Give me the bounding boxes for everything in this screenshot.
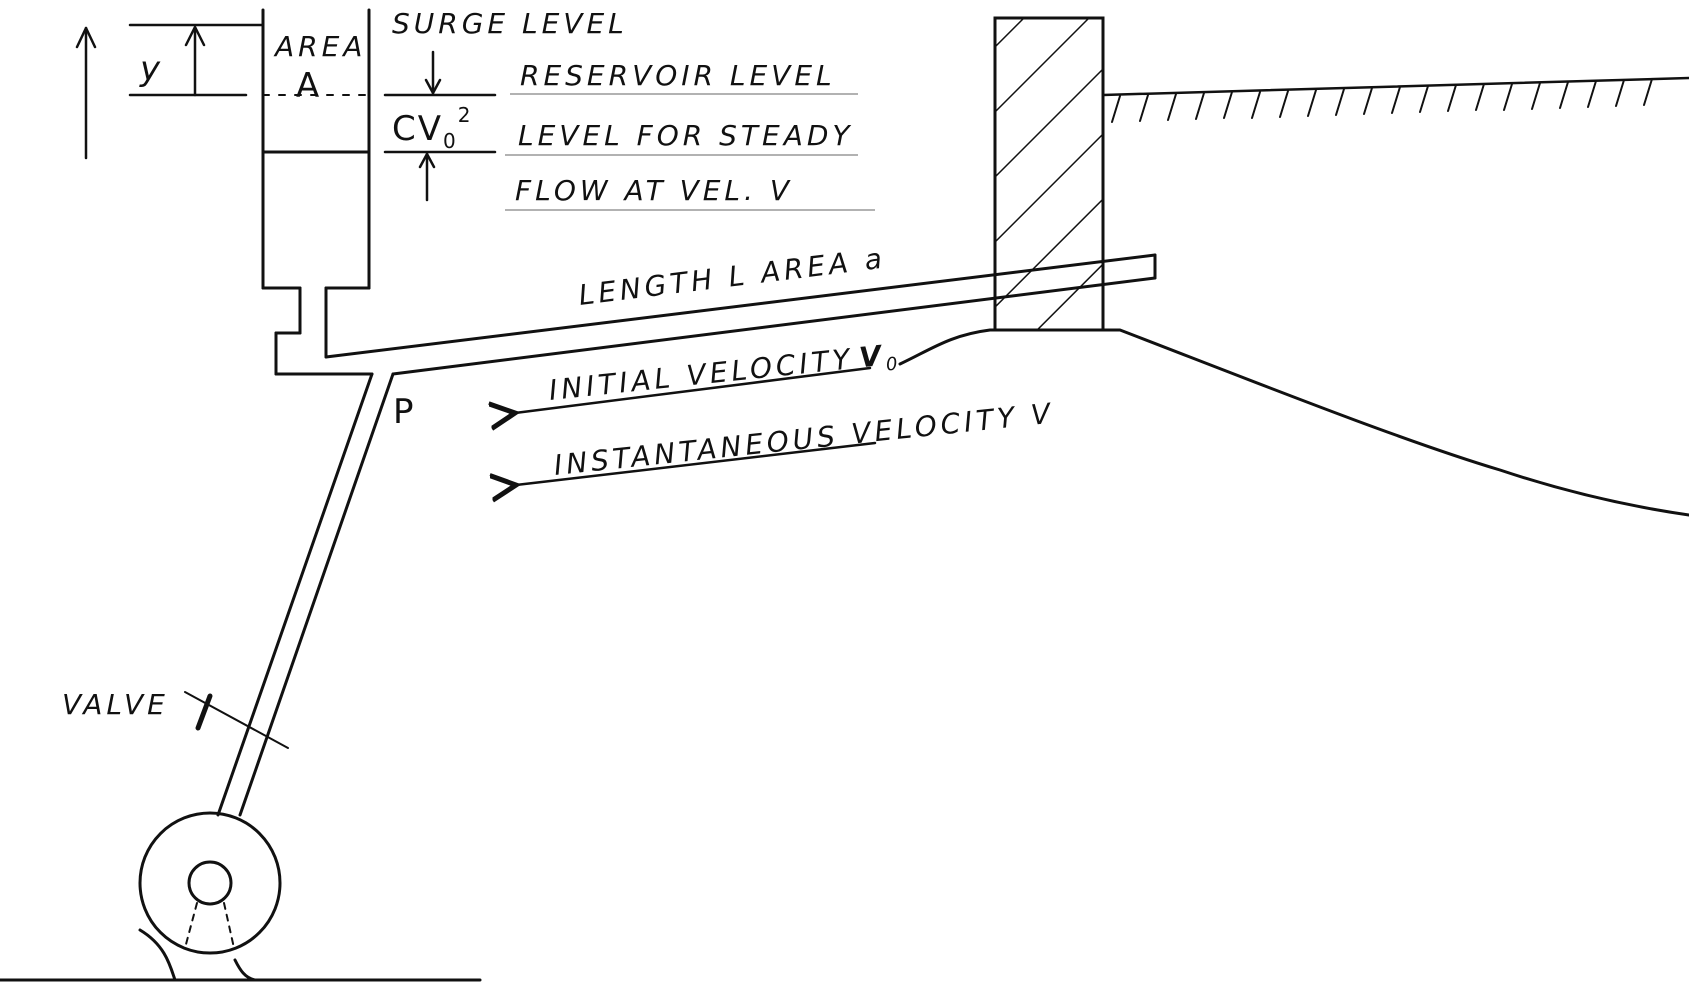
valve-handle — [195, 693, 213, 731]
steady-flow-label-1: LEVEL FOR STEADY — [518, 119, 854, 152]
tunnel-pipe — [324, 253, 1157, 376]
y-label: y — [139, 49, 162, 89]
reservoir-hatching — [1111, 78, 1653, 123]
cv0-label: CV02 — [392, 103, 472, 153]
area-label: AREA — [273, 30, 366, 63]
initial-velocity-arrow — [515, 366, 872, 413]
valve-marker — [184, 691, 289, 749]
reservoir-surface — [1101, 76, 1689, 97]
dam-wall — [993, 16, 1105, 332]
point-p-label: P — [393, 392, 416, 432]
surge-tank — [261, 8, 374, 376]
penstock — [216, 372, 395, 817]
instantaneous-velocity-label: INSTANTANEOUS VELOCITY V — [552, 397, 1056, 482]
surge-level-label: SURGE LEVEL — [392, 7, 628, 40]
ground-profile — [898, 328, 1689, 517]
y-dimension-arrow — [75, 25, 206, 160]
instantaneous-velocity-arrow — [516, 441, 877, 485]
steady-flow-label-2: FLOW AT VEL. V — [515, 174, 793, 207]
turbine — [138, 811, 282, 982]
valve-label: VALVE — [62, 688, 169, 721]
cv0-dimension — [383, 50, 497, 202]
area-symbol-label: A — [296, 66, 321, 106]
reservoir-level-label: RESERVOIR LEVEL — [520, 59, 836, 92]
length-area-label: LENGTH L AREA a — [577, 242, 888, 312]
